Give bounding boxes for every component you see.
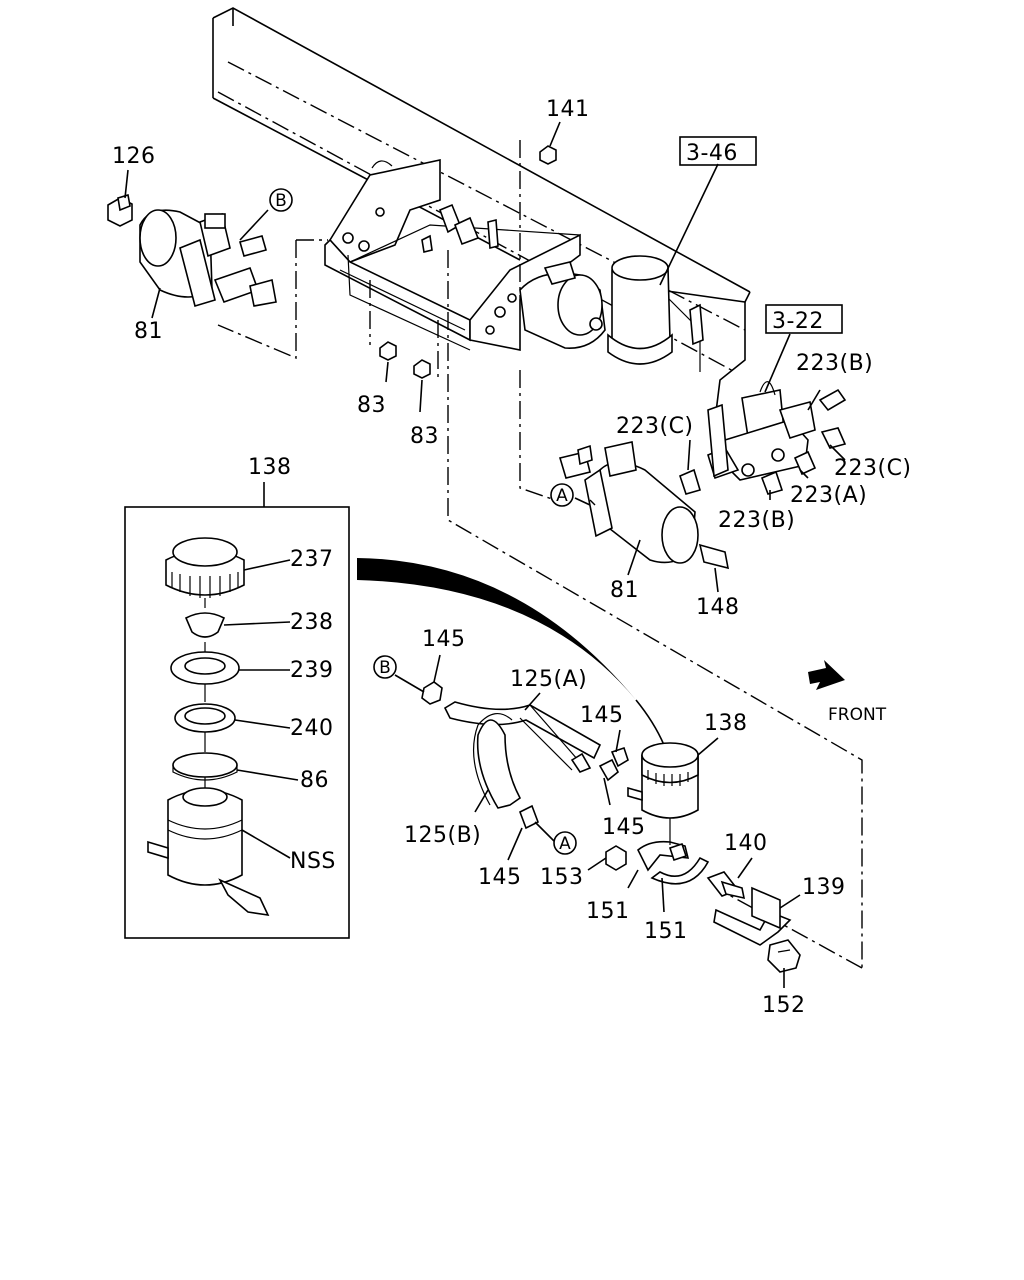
label-138: 138: [704, 711, 748, 736]
label-145-top: 145: [422, 627, 466, 652]
label-223c-left: 223(C): [616, 414, 694, 439]
label-nss: NSS: [290, 849, 336, 874]
label-141: 141: [546, 97, 590, 122]
label-front: FRONT: [828, 705, 887, 725]
hose-125b: [473, 713, 522, 809]
label-125a: 125(A): [510, 667, 587, 692]
label-83-left: 83: [357, 393, 386, 418]
marker-b-upper: B: [269, 188, 293, 212]
marker-b-hose: B: [373, 655, 397, 679]
nut-141: [539, 145, 557, 165]
label-238: 238: [290, 610, 334, 635]
label-223a: 223(A): [790, 483, 867, 508]
bolt-140: [706, 871, 746, 900]
reservoir-exploded-box: [124, 482, 350, 939]
front-arrow: [808, 660, 845, 690]
label-145-right: 145: [580, 703, 624, 728]
air-dryer: [589, 255, 704, 365]
label-152: 152: [762, 993, 806, 1018]
label-240: 240: [290, 716, 334, 741]
pump-upper: [107, 193, 277, 308]
label-83-right: 83: [410, 424, 439, 449]
label-148: 148: [696, 595, 740, 620]
label-139: 139: [802, 875, 846, 900]
label-81-upper: 81: [134, 319, 163, 344]
bolt-152: [767, 939, 801, 973]
label-125b: 125(B): [404, 823, 481, 848]
clips-145: [421, 681, 629, 830]
ref-box-3-46: [679, 136, 757, 166]
marker-a-pump: A: [550, 483, 574, 507]
label-223b-upper: 223(B): [796, 351, 873, 376]
label-153: 153: [540, 865, 584, 890]
label-151-right: 151: [644, 919, 688, 944]
label-126: 126: [112, 144, 156, 169]
label-151-left: 151: [586, 899, 630, 924]
label-237: 237: [290, 547, 334, 572]
band-clamp-151: [637, 818, 710, 885]
ref-box-3-22: [765, 304, 843, 334]
fittings-223: [679, 388, 847, 495]
svg-text:B: B: [275, 191, 287, 211]
curved-arrow: [357, 558, 665, 746]
label-239: 239: [290, 658, 334, 683]
nut-153: [605, 845, 627, 871]
nuts-83: [379, 341, 431, 379]
label-3-22: 3-22: [772, 309, 824, 334]
hose-125a: [443, 701, 602, 773]
pump-lower: [558, 441, 730, 570]
label-81-lower: 81: [610, 578, 639, 603]
svg-text:A: A: [556, 486, 568, 506]
label-223c-right: 223(C): [834, 456, 912, 481]
label-140: 140: [724, 831, 768, 856]
label-223b-lower: 223(B): [718, 508, 795, 533]
marker-a-hose: A: [553, 831, 577, 855]
control-valve: [707, 381, 816, 481]
leader-lines-upper: [124, 121, 863, 969]
label-86: 86: [300, 768, 329, 793]
label-145-mid: 145: [602, 815, 646, 840]
reservoir-138: [627, 742, 699, 819]
svg-text:B: B: [379, 658, 391, 678]
bracket-139: [713, 886, 792, 946]
label-3-46: 3-46: [686, 141, 738, 166]
svg-text:A: A: [559, 834, 571, 854]
label-138-box: 138: [248, 455, 292, 480]
leader-lines-lower: [394, 389, 846, 988]
label-145-bottom: 145: [478, 865, 522, 890]
